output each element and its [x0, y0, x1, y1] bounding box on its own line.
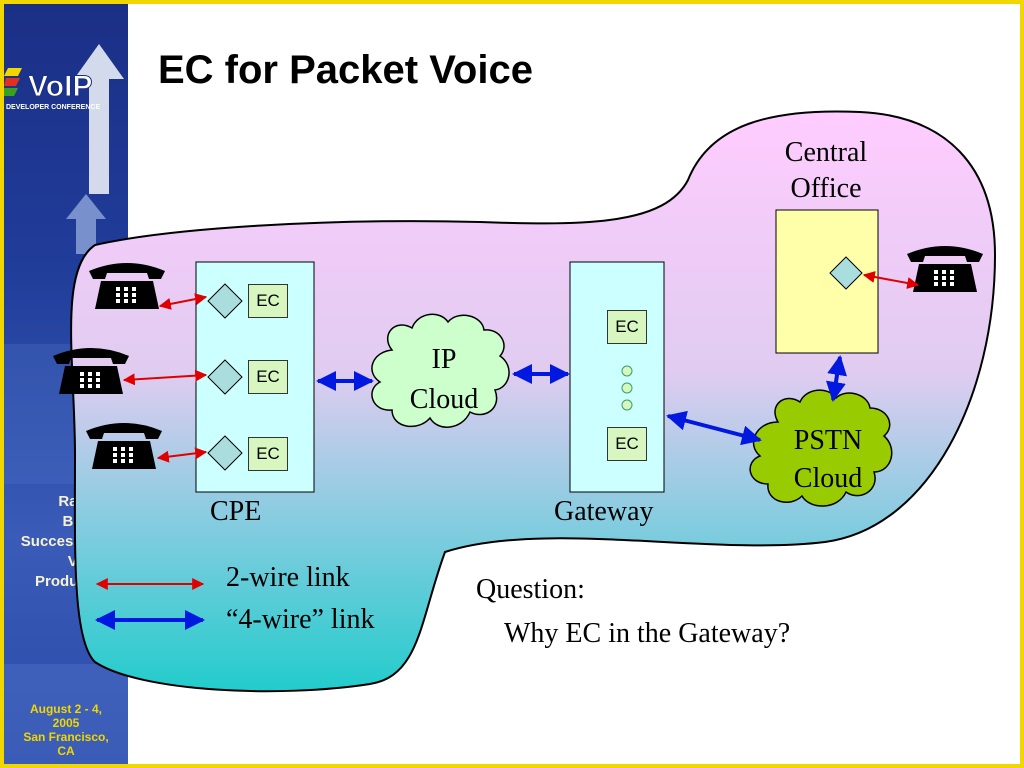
logo-text: VoIP	[28, 70, 92, 103]
central-office-label-line2: Office	[790, 173, 862, 204]
telephone-icon	[89, 263, 165, 309]
ip-cloud-label-line1: IP	[431, 344, 457, 375]
central-office-label: Central Office	[776, 135, 876, 207]
two-wire-link	[122, 369, 208, 386]
event-date-line: August 2 - 4,	[29, 702, 102, 716]
pstn-cloud-label: PSTN Cloud	[774, 422, 882, 498]
question-text: Why EC in the Gateway?	[504, 618, 791, 649]
central-office-label-line1: Central	[784, 137, 868, 168]
gateway-echo-canceller: EC	[607, 310, 647, 344]
event-location-line: San Francisco,	[23, 730, 109, 744]
hybrid-diamond	[207, 283, 243, 319]
two-wire-link	[158, 293, 208, 310]
two-wire-link	[156, 447, 208, 463]
event-year-line: 2005	[52, 716, 80, 730]
ip-cloud-shape	[371, 313, 510, 428]
hybrid-diamond	[207, 435, 243, 471]
event-state-line: CA	[57, 744, 75, 758]
four-wire-link	[826, 355, 847, 402]
slide-title: EC for Packet Voice	[158, 48, 533, 92]
cpe-echo-canceller: EC	[248, 437, 288, 471]
voip-logo: VoIP DEVELOPER CONFERENCE	[4, 68, 100, 111]
event-date-location: August 2 - 4, 2005 San Francisco, CA	[4, 702, 128, 758]
cpe-echo-canceller: EC	[248, 360, 288, 394]
legend-four-wire-label: “4-wire” link	[226, 604, 375, 635]
question-heading: Question:	[476, 574, 585, 605]
channel-dot	[621, 382, 633, 394]
hybrid-diamond	[207, 359, 243, 395]
channel-dot	[621, 399, 633, 411]
channel-dot	[621, 365, 633, 377]
four-wire-link	[666, 410, 762, 446]
ip-cloud-label: IP Cloud	[396, 340, 492, 420]
gateway-echo-canceller: EC	[607, 427, 647, 461]
hybrid-diamond	[829, 256, 863, 290]
gateway-label: Gateway	[554, 496, 654, 527]
pstn-cloud-label-line1: PSTN	[793, 425, 863, 456]
legend-two-wire-label: 2-wire link	[226, 562, 350, 593]
network-background-shape	[70, 110, 997, 693]
telephone-icon	[86, 423, 162, 469]
two-wire-link	[862, 271, 920, 289]
telephone-icon	[907, 246, 983, 292]
central-office-box	[775, 209, 879, 354]
pstn-cloud-label-line2: Cloud	[793, 463, 863, 494]
ip-cloud-label-line2: Cloud	[409, 384, 479, 415]
cpe-label: CPE	[210, 496, 262, 527]
cpe-echo-canceller: EC	[248, 284, 288, 318]
telephone-icon	[53, 348, 129, 394]
logo-subtext: DEVELOPER CONFERENCE	[6, 104, 100, 111]
